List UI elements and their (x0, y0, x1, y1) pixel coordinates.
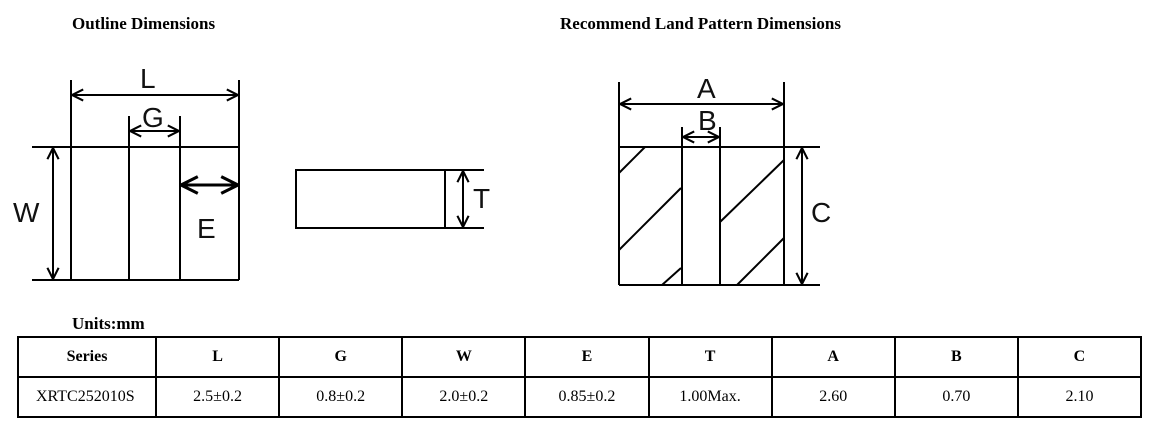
cell-series: XRTC252010S (17, 376, 157, 418)
cell-A: 2.60 (770, 376, 896, 418)
units-label: Units:mm (72, 314, 145, 333)
header-E: E (524, 336, 650, 378)
header-T: T (647, 336, 773, 378)
land-pattern-view (618, 82, 820, 286)
outline-dimensions-title: Outline Dimensions (72, 14, 216, 33)
cell-E: 0.85±0.2 (524, 376, 650, 418)
table-header-row: Series L G W E T A B C (17, 336, 1143, 378)
header-G: G (278, 336, 404, 378)
outline-top-view (32, 80, 239, 281)
label-W: W (13, 197, 40, 228)
cell-B: 0.70 (893, 376, 1019, 418)
cell-G: 0.8±0.2 (278, 376, 404, 418)
label-L: L (140, 63, 156, 94)
label-E: E (197, 213, 216, 244)
label-B: B (698, 105, 717, 136)
header-L: L (154, 336, 281, 378)
cell-T: 1.00Max. (647, 376, 773, 418)
cell-L: 2.5±0.2 (154, 376, 281, 418)
header-B: B (893, 336, 1019, 378)
table-row: XRTC252010S 2.5±0.2 0.8±0.2 2.0±0.2 0.85… (17, 376, 1143, 418)
label-G: G (142, 102, 164, 133)
label-A: A (697, 73, 716, 104)
dimensions-table: Series L G W E T A B C XRTC252010S 2.5±0… (17, 336, 1143, 418)
label-T: T (473, 183, 490, 214)
dimension-diagrams: L G W E T A B C (13, 63, 831, 286)
header-series: Series (17, 336, 157, 378)
cell-W: 2.0±0.2 (401, 376, 527, 418)
cell-C: 2.10 (1016, 376, 1143, 418)
header-A: A (770, 336, 896, 378)
outline-side-view (295, 169, 484, 229)
land-pattern-title: Recommend Land Pattern Dimensions (560, 14, 841, 33)
header-W: W (401, 336, 527, 378)
label-C: C (811, 197, 831, 228)
header-C: C (1016, 336, 1143, 378)
